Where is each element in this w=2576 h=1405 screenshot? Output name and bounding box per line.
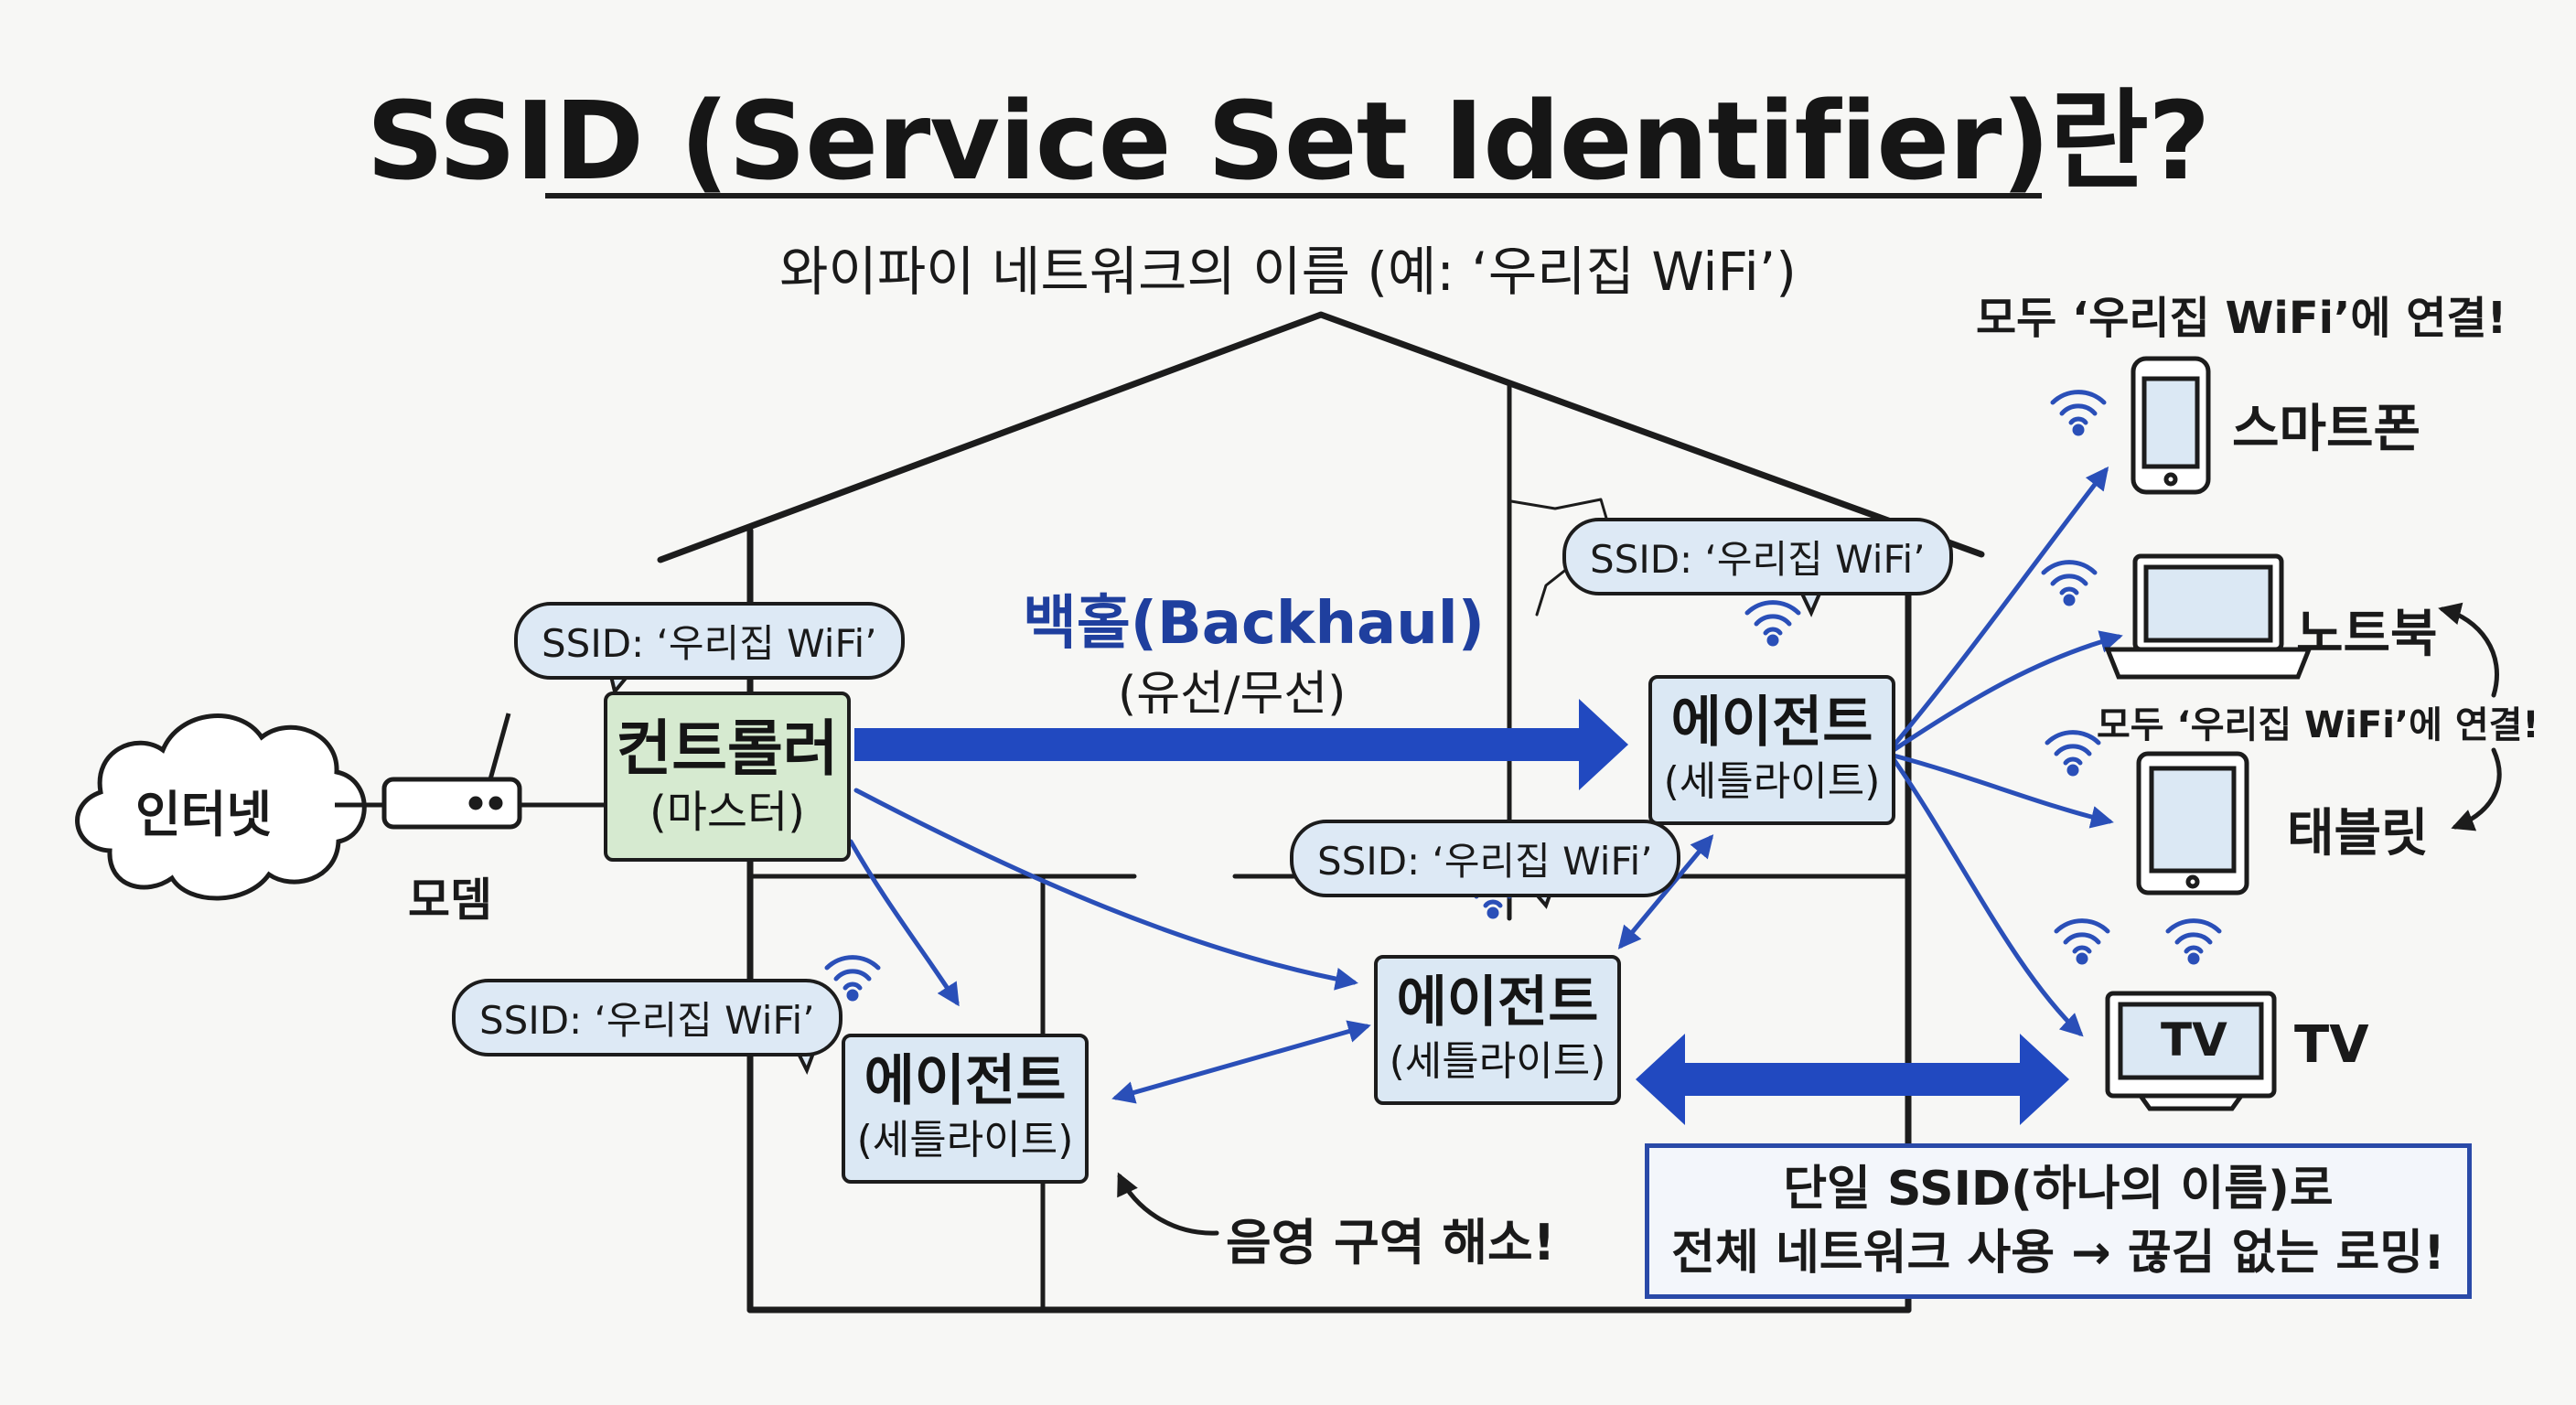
arrow-shadow-zone	[1117, 1172, 1219, 1236]
backhaul-title: 백홀(Backhaul)	[1023, 590, 1485, 658]
backhaul-arrow	[854, 699, 1628, 790]
info-box: 단일 SSID(하나의 이름)로 전체 네트워크 사용 → 끊김 없는 로밍!	[1645, 1143, 2472, 1299]
smartphone-label: 스마트폰	[2232, 400, 2421, 459]
tablet-label: 태블릿	[2287, 804, 2429, 863]
agent-subtitle: (세틀라이트)	[856, 1117, 1074, 1164]
wifi-icon	[2050, 390, 2107, 436]
controller-subtitle: (마스터)	[649, 787, 805, 838]
wifi-icon	[824, 955, 881, 1002]
tablet-icon	[2136, 751, 2249, 896]
arrow-tablet-loop	[2451, 747, 2502, 831]
agent-title: 에이전트	[864, 1049, 1067, 1113]
internet-label: 인터넷	[135, 786, 273, 843]
controller-node[interactable]: 컨트롤러 (마스터)	[604, 692, 851, 862]
tv-icon	[2105, 991, 2277, 1111]
connect-all-middle: 모두 ‘우리집 WiFi’에 연결!	[2097, 704, 2539, 746]
agent-subtitle: (세틀라이트)	[1663, 758, 1881, 805]
agent-title: 에이전트	[1396, 971, 1599, 1035]
arrow-agent-center-right	[1617, 834, 1714, 949]
wifi-icon	[2054, 918, 2110, 965]
arrow-controller-agent-left	[848, 839, 960, 1007]
modem-device	[381, 713, 522, 830]
tv-screen-text: TV	[2161, 1014, 2227, 1067]
arrow-laptop-loop	[2438, 602, 2499, 698]
arrow-to-tablet	[1891, 753, 2114, 829]
arrow-to-smartphone	[1887, 467, 2109, 753]
page-title: SSID (Service Set Identifier)란?	[366, 78, 2211, 204]
agent-node-center[interactable]: 에이전트 (세틀라이트)	[1374, 955, 1621, 1105]
laptop-icon	[2104, 553, 2313, 680]
arrow-to-tv	[1891, 756, 2084, 1037]
arrow-controller-agent-center	[853, 788, 1358, 991]
ssid-bubble-agent-right: SSID: ‘우리집 WiFi’	[1562, 518, 1953, 595]
arrow-to-laptop	[1891, 630, 2123, 753]
agent-subtitle: (세틀라이트)	[1389, 1038, 1606, 1085]
arrow-agent-left-center	[1111, 1020, 1371, 1104]
wifi-icon	[2165, 918, 2222, 965]
ssid-bubble-controller: SSID: ‘우리집 WiFi’	[514, 602, 905, 680]
smartphone-icon	[2131, 356, 2211, 495]
info-box-line1: 단일 SSID(하나의 이름)로	[1783, 1162, 2334, 1217]
shadow-zone-label: 음영 구역 해소!	[1226, 1214, 1556, 1271]
agent-node-left[interactable]: 에이전트 (세틀라이트)	[842, 1034, 1089, 1184]
wifi-icon	[2041, 560, 2098, 606]
modem-label: 모뎀	[408, 874, 492, 927]
backhaul-subtitle: (유선/무선)	[1118, 667, 1347, 722]
internet-cloud	[75, 713, 367, 901]
agent-title: 에이전트	[1670, 691, 1873, 755]
connect-all-top: 모두 ‘우리집 WiFi’에 연결!	[1976, 293, 2507, 344]
info-box-line2: 전체 네트워크 사용 → 끊김 없는 로밍!	[1671, 1226, 2445, 1281]
wifi-icon	[1744, 600, 1801, 647]
ssid-bubble-agent-center: SSID: ‘우리집 WiFi’	[1290, 820, 1680, 897]
laptop-label: 노트북	[2296, 605, 2438, 664]
wifi-icon	[2045, 730, 2101, 777]
page-subtitle: 와이파이 네트워크의 이름 (예: ‘우리집 WiFi’)	[779, 241, 1797, 303]
tv-label: TV	[2294, 1015, 2369, 1075]
controller-title: 컨트롤러	[616, 713, 839, 784]
agent-node-right[interactable]: 에이전트 (세틀라이트)	[1648, 675, 1895, 825]
ssid-bubble-agent-left: SSID: ‘우리집 WiFi’	[452, 979, 843, 1056]
roaming-double-arrow	[1636, 1034, 2069, 1125]
